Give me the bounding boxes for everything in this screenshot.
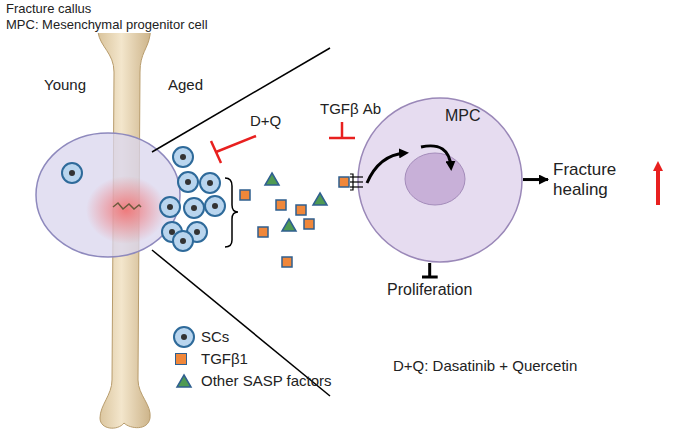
increase-arrow: [656, 166, 660, 205]
inhibition-line: [216, 136, 256, 152]
sasp-factors: [240, 173, 327, 267]
senescent-cell: [184, 198, 204, 218]
progenitor-cell: MPC: [357, 97, 523, 263]
tgfb1-molecule: [282, 257, 292, 267]
tgfb1-molecule: [304, 219, 314, 229]
senescent-cell: [205, 196, 225, 216]
bracket: [225, 178, 238, 247]
tgfb1-molecule: [240, 190, 250, 200]
label: Aged: [168, 76, 203, 93]
connector: [523, 178, 548, 181]
legend-triangle-sample: [177, 375, 191, 387]
label: MPC: Mesenchymal progenitor cell: [4, 18, 210, 33]
inhibition-bar: [211, 141, 221, 163]
outcome-node: Fracture healing: [553, 160, 643, 199]
outcome-node: Proliferation: [387, 281, 472, 299]
sasp-factor: [313, 193, 327, 205]
label: D+Q: Dasatinib + Quercetin: [393, 357, 577, 374]
node-text: Proliferation: [387, 281, 472, 299]
inhibition-line: [341, 122, 344, 138]
tgfb1-molecule: [258, 227, 268, 237]
label: Young: [44, 76, 86, 93]
tgfb1-molecule: [276, 200, 286, 210]
label: TGFβ Ab: [320, 100, 381, 117]
sasp-factor: [265, 173, 279, 185]
connector: [428, 263, 431, 277]
fracture-glow: [86, 176, 166, 244]
label: Fracture callus: [4, 2, 93, 17]
legend-swatch: [175, 353, 187, 365]
senescent-cell: [178, 172, 198, 192]
senescent-cell: [160, 197, 180, 217]
legend-cell-sample: [174, 327, 194, 347]
zoom-line: [152, 48, 330, 152]
senescent-cell: [173, 147, 193, 167]
legend-text: Other SASP factors: [201, 372, 332, 389]
node-text: Fracture healing: [553, 160, 643, 199]
cell-outline: [357, 97, 523, 263]
fracture-callus: [36, 133, 180, 257]
inhibition-bar: [329, 137, 355, 140]
legend-text: TGFβ1: [201, 350, 248, 367]
tgfb1-molecule: [296, 205, 306, 215]
legend-text: SCs: [201, 328, 229, 345]
label: D+Q: [250, 112, 281, 129]
senescent-cell: [62, 163, 82, 183]
senescent-cell: [173, 231, 193, 251]
fracture-line: [113, 203, 141, 209]
receptor: [339, 174, 363, 190]
sasp-factor: [282, 219, 296, 231]
senescent-cells: [62, 147, 225, 251]
senescent-cell: [200, 173, 220, 193]
node-text: MPC: [445, 107, 481, 125]
